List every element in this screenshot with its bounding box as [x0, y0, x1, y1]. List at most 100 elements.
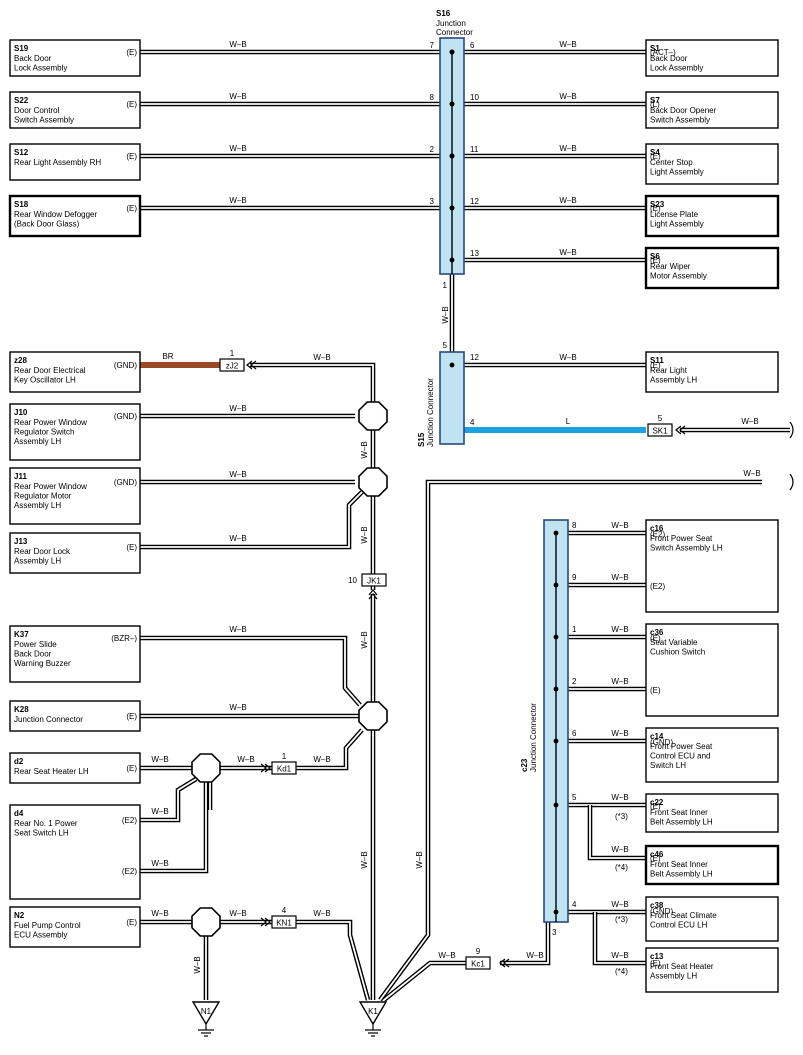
- wire-core: [140, 491, 363, 548]
- wire-label: W–B: [229, 625, 246, 634]
- connector-id: S12: [14, 148, 29, 157]
- connector-S6: [644, 246, 780, 290]
- connector-S18: [8, 194, 142, 238]
- wire-label: W–B: [611, 521, 628, 530]
- wire-label: W–B: [313, 909, 330, 918]
- s16-pin: 12: [470, 197, 479, 206]
- labels-layer: W–B(E)7W–B(E)8W–B(E)2W–B(E)3W–B(ACT–)6W–…: [14, 9, 761, 1016]
- connector-id: c13: [650, 952, 664, 961]
- connector-desc: Rear Door Lock: [14, 547, 71, 556]
- variant-label: (*3): [615, 812, 628, 821]
- connector-id: S4: [650, 148, 660, 157]
- connector-desc: License Plate: [650, 210, 699, 219]
- terminal-label: (E): [650, 634, 661, 643]
- s16-pin: 6: [470, 41, 475, 50]
- inline-Kc1-pin: 9: [476, 947, 481, 956]
- terminal-label: (E): [126, 204, 137, 213]
- wire-label: W–B: [441, 306, 450, 323]
- connector-desc: Assembly LH: [14, 557, 61, 566]
- terminal-label: (E): [650, 152, 661, 161]
- splice-dot: [449, 257, 455, 263]
- connector-d4: [9, 804, 141, 900]
- connector-id: S19: [14, 44, 29, 53]
- terminal-label: (GND): [114, 412, 137, 421]
- wire-break-icon: [789, 473, 794, 491]
- connector-id: K37: [14, 630, 29, 639]
- s15-pin: 12: [470, 353, 479, 362]
- connector-J10: [9, 403, 141, 461]
- connector-desc: Assembly LH: [14, 501, 61, 510]
- connector-desc: Front Power Seat: [650, 534, 713, 543]
- connector-desc: ECU Assembly: [14, 931, 67, 940]
- wire-label: W–B: [741, 417, 758, 426]
- wire: [140, 635, 362, 707]
- splice-dot: [449, 49, 455, 55]
- connector-desc: Cushion Switch: [650, 648, 705, 657]
- c23-pin: 9: [572, 573, 577, 582]
- connector-desc: Rear Seat Heater LH: [14, 767, 89, 776]
- connector-desc: Back Door: [650, 54, 688, 63]
- terminal-label: (E): [650, 204, 661, 213]
- connector-id: K28: [14, 705, 29, 714]
- inline-zJ2-pin: 1: [230, 349, 235, 358]
- connector-id: J13: [14, 537, 28, 546]
- connector-c14: [645, 727, 779, 783]
- connector-desc: Control ECU LH: [650, 921, 708, 930]
- terminal-label: (E): [126, 712, 137, 721]
- connector-S11: [645, 351, 779, 393]
- chevron-right-icon: [264, 917, 271, 927]
- chevron-left-icon: [250, 360, 257, 370]
- terminal-label: (BZR–): [111, 634, 137, 643]
- connector-N2: [9, 906, 141, 948]
- chevron-left-icon: [503, 958, 510, 968]
- wire-label: W–B: [559, 92, 576, 101]
- connector-desc: Rear Light: [650, 366, 688, 375]
- connector-c36: [645, 623, 779, 717]
- inline-Kc1-label: Kc1: [471, 960, 485, 969]
- inline-zJ2-label: zJ2: [226, 362, 239, 371]
- connector-S4: [645, 143, 779, 185]
- connector-desc: Front Seat Climate: [650, 911, 717, 920]
- connector-id: c16: [650, 524, 664, 533]
- connector-desc: Warning Buzzer: [14, 659, 71, 668]
- wire-label-l: L: [566, 417, 571, 426]
- connector-desc: Back Door: [14, 54, 52, 63]
- wire-label: W–B: [229, 703, 246, 712]
- connector-id: c36: [650, 628, 664, 637]
- chevron-right-icon: [260, 763, 267, 773]
- connector-id: S7: [650, 96, 660, 105]
- wire-label: W–B: [151, 755, 168, 764]
- wire-label: W–B: [229, 40, 246, 49]
- connector-desc: Lock Assembly: [650, 64, 703, 73]
- ground-label: K1: [368, 1007, 378, 1016]
- wire-label: W–B: [611, 729, 628, 738]
- terminal-label: (L): [650, 100, 660, 109]
- wire-label: W–B: [611, 573, 628, 582]
- s16-pin: 10: [470, 93, 479, 102]
- inline-Kd1: [271, 761, 297, 775]
- wire-core: [594, 912, 646, 964]
- splice-dot: [449, 205, 455, 211]
- connector-desc: Switch Assembly: [650, 116, 710, 125]
- terminal-label: (E): [650, 361, 661, 370]
- connector-desc: Belt Assembly LH: [650, 818, 713, 827]
- connector-K28: [9, 700, 141, 732]
- terminal-label: (E): [126, 543, 137, 552]
- wire-label: W–B: [360, 441, 369, 458]
- splice-dot: [553, 686, 559, 692]
- splice-1: [358, 401, 388, 431]
- terminal-label: (E): [650, 256, 661, 265]
- wire-core: [250, 364, 374, 400]
- chevron-left-icon: [499, 958, 506, 968]
- s16-pin: 3: [430, 197, 435, 206]
- connector-id: J10: [14, 408, 28, 417]
- connector-desc: Rear No. 1 Power: [14, 819, 78, 828]
- wire-label: W–B: [611, 677, 628, 686]
- terminal-label: (E): [126, 152, 137, 161]
- splice-3: [358, 701, 388, 731]
- splice-dot: [553, 530, 559, 536]
- c23-pin: 4: [572, 900, 577, 909]
- connector-c46: [644, 844, 780, 886]
- connector-desc: Door Control: [14, 106, 60, 115]
- variant-label: (*4): [615, 967, 628, 976]
